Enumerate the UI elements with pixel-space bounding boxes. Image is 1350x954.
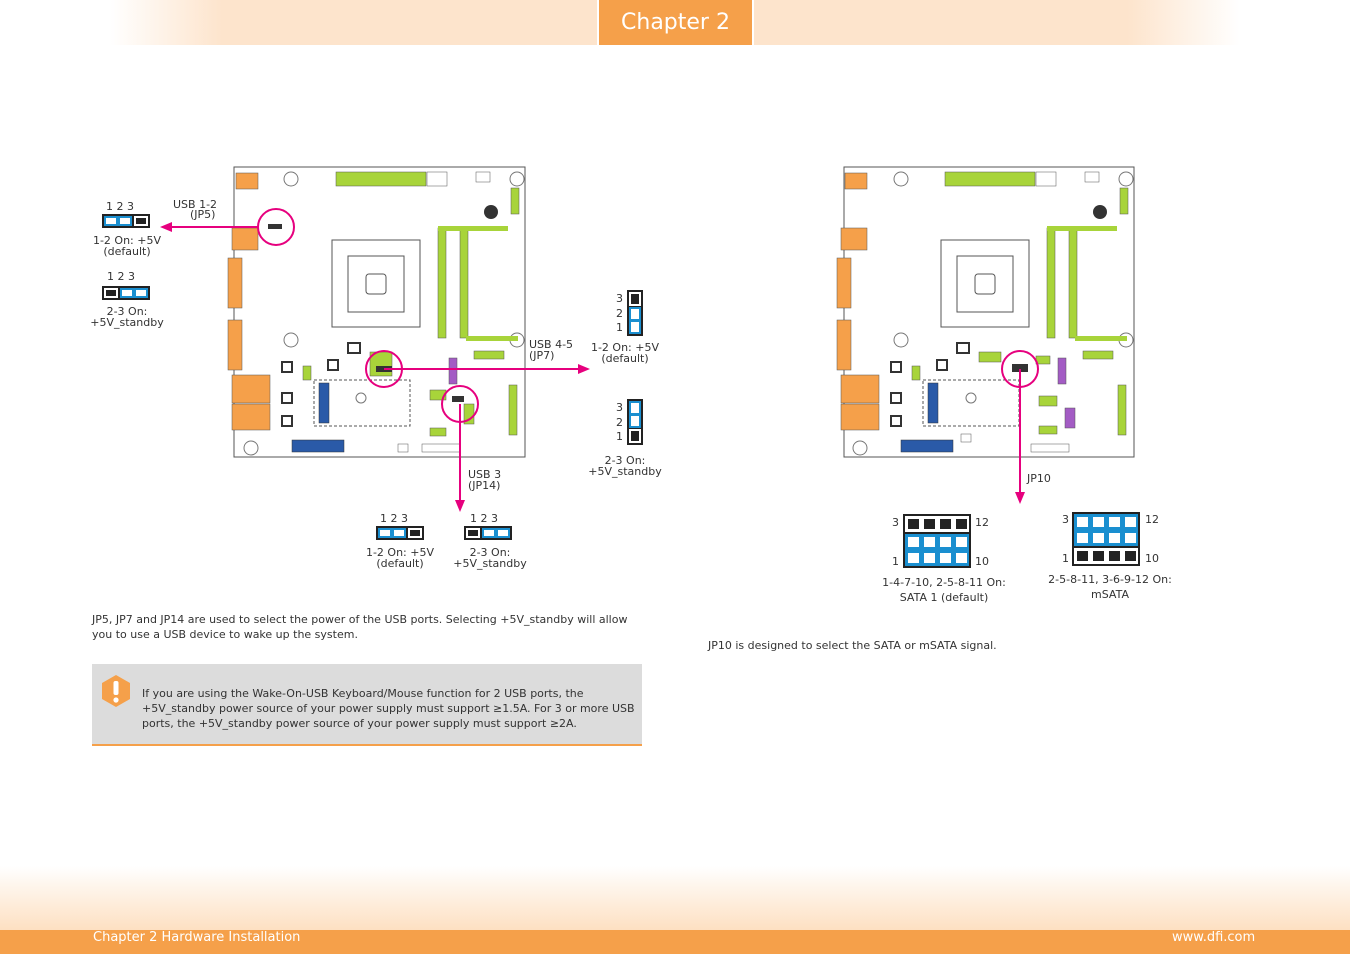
jp10-a-bot-right: 10 (975, 555, 989, 568)
jp14-pin-numbers-2: 1 2 3 (470, 512, 498, 525)
jp14-opt1: 1-2 On: +5V (365, 546, 435, 559)
left-description: JP5, JP7 and JP14 are used to select the… (92, 613, 628, 641)
jp14-opt1-default: (default) (376, 557, 424, 570)
jp7-opt2: 2-3 On: (604, 454, 646, 467)
jp5-pin-numbers-2: 1 2 3 (107, 270, 135, 283)
jp7-opt2-standby: +5V_standby (588, 465, 662, 478)
caution-note-text: If you are using the Wake-On-USB Keyboar… (142, 687, 635, 730)
jp7-opt1-default: (default) (601, 352, 649, 365)
jp10-b-top-right: 12 (1145, 513, 1159, 526)
jp5-name: USB 1-2 (173, 198, 218, 211)
jp10-b-bot-right: 10 (1145, 552, 1159, 565)
jp5-opt1: 1-2 On: +5V (92, 234, 162, 247)
jp14-id: (JP14) (468, 479, 501, 492)
footer-website-link[interactable]: www.dfi.com (1172, 930, 1256, 945)
jp14-opt2: 2-3 On: (469, 546, 511, 559)
jp10-opt1: 1-4-7-10, 2-5-8-11 On: (882, 576, 1006, 589)
caution-note: If you are using the Wake-On-USB Keyboar… (92, 664, 642, 746)
jp10-name: JP10 (1027, 472, 1051, 485)
chapter-tab: Chapter 2 (597, 0, 754, 45)
jp7-pin2-a: 2 (616, 307, 623, 320)
footer-bar (0, 930, 1350, 954)
footer-chapter-title: Chapter 2 Hardware Installation (93, 930, 301, 945)
jp7-opt1: 1-2 On: +5V (590, 341, 660, 354)
footer-gradient (0, 866, 1350, 930)
jp14-opt2-standby: +5V_standby (453, 557, 527, 570)
jp10-opt2: 2-5-8-11, 3-6-9-12 On: (1048, 573, 1172, 586)
jp14-pin-numbers-1: 1 2 3 (380, 512, 408, 525)
jp7-name: USB 4-5 (529, 338, 574, 351)
jp7-pin1-b: 1 (616, 430, 623, 443)
jp10-jumper-opt1 (903, 514, 971, 568)
jp10-b-top-left: 3 (1062, 513, 1069, 526)
jp7-pin2-b: 2 (616, 416, 623, 429)
jp7-pin1-a: 1 (616, 321, 623, 334)
jp5-pin-numbers-1: 1 2 3 (106, 200, 134, 213)
left-board-diagram (102, 166, 643, 540)
jp7-pin3-a: 3 (616, 292, 623, 305)
jp5-opt1-default: (default) (103, 245, 151, 258)
jp5-opt2-standby: +5V_standby (90, 316, 164, 329)
jp7-id: (JP7) (529, 349, 555, 362)
right-description: JP10 is designed to select the SATA or m… (708, 639, 997, 652)
jp10-opt1-default: SATA 1 (default) (899, 591, 989, 604)
jp10-jumper-opt2 (1072, 512, 1140, 566)
jp10-a-bot-left: 1 (892, 555, 899, 568)
jp10-opt2-msata: mSATA (1091, 588, 1129, 601)
warning-icon (102, 675, 130, 707)
jp7-pin3-b: 3 (616, 401, 623, 414)
jp5-id: (JP5) (190, 208, 216, 221)
right-board-diagram (836, 166, 1140, 568)
jp10-b-bot-left: 1 (1062, 552, 1069, 565)
jp10-a-top-left: 3 (892, 516, 899, 529)
jp14-name: USB 3 (468, 468, 502, 481)
jp10-a-top-right: 12 (975, 516, 989, 529)
jp5-opt2: 2-3 On: (106, 305, 148, 318)
